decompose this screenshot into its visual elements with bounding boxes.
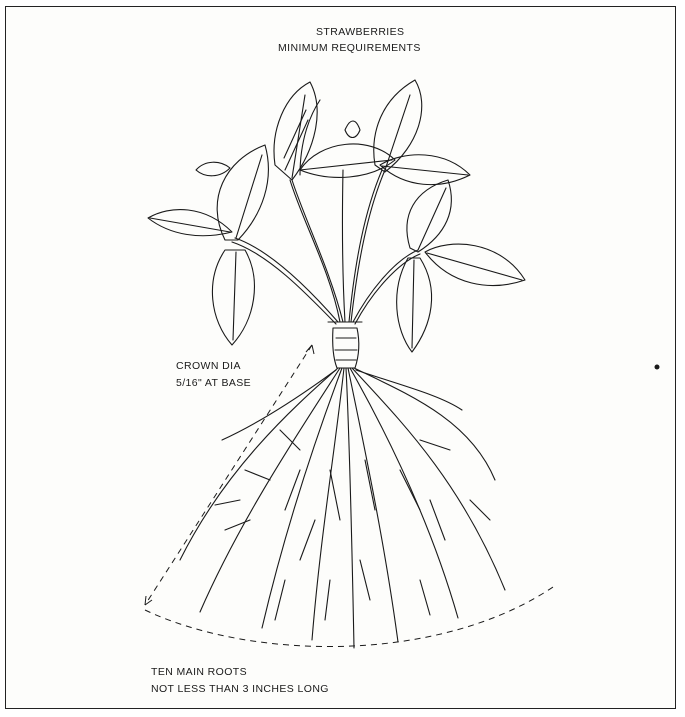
- title-line-1: STRAWBERRIES: [316, 26, 404, 38]
- plant-crown: [328, 322, 362, 368]
- ink-speck: [655, 365, 660, 370]
- roots-label-line-1: TEN MAIN ROOTS: [151, 666, 247, 678]
- plant-leaves: [148, 80, 525, 352]
- crown-label-line-1: CROWN DIA: [176, 360, 241, 372]
- plant-stems: [232, 170, 420, 324]
- roots-label-line-2: NOT LESS THAN 3 INCHES LONG: [151, 683, 329, 695]
- crown-label-line-2: 5/16" AT BASE: [176, 377, 251, 389]
- plant-roots: [180, 368, 505, 648]
- title-line-2: MINIMUM REQUIREMENTS: [278, 42, 421, 54]
